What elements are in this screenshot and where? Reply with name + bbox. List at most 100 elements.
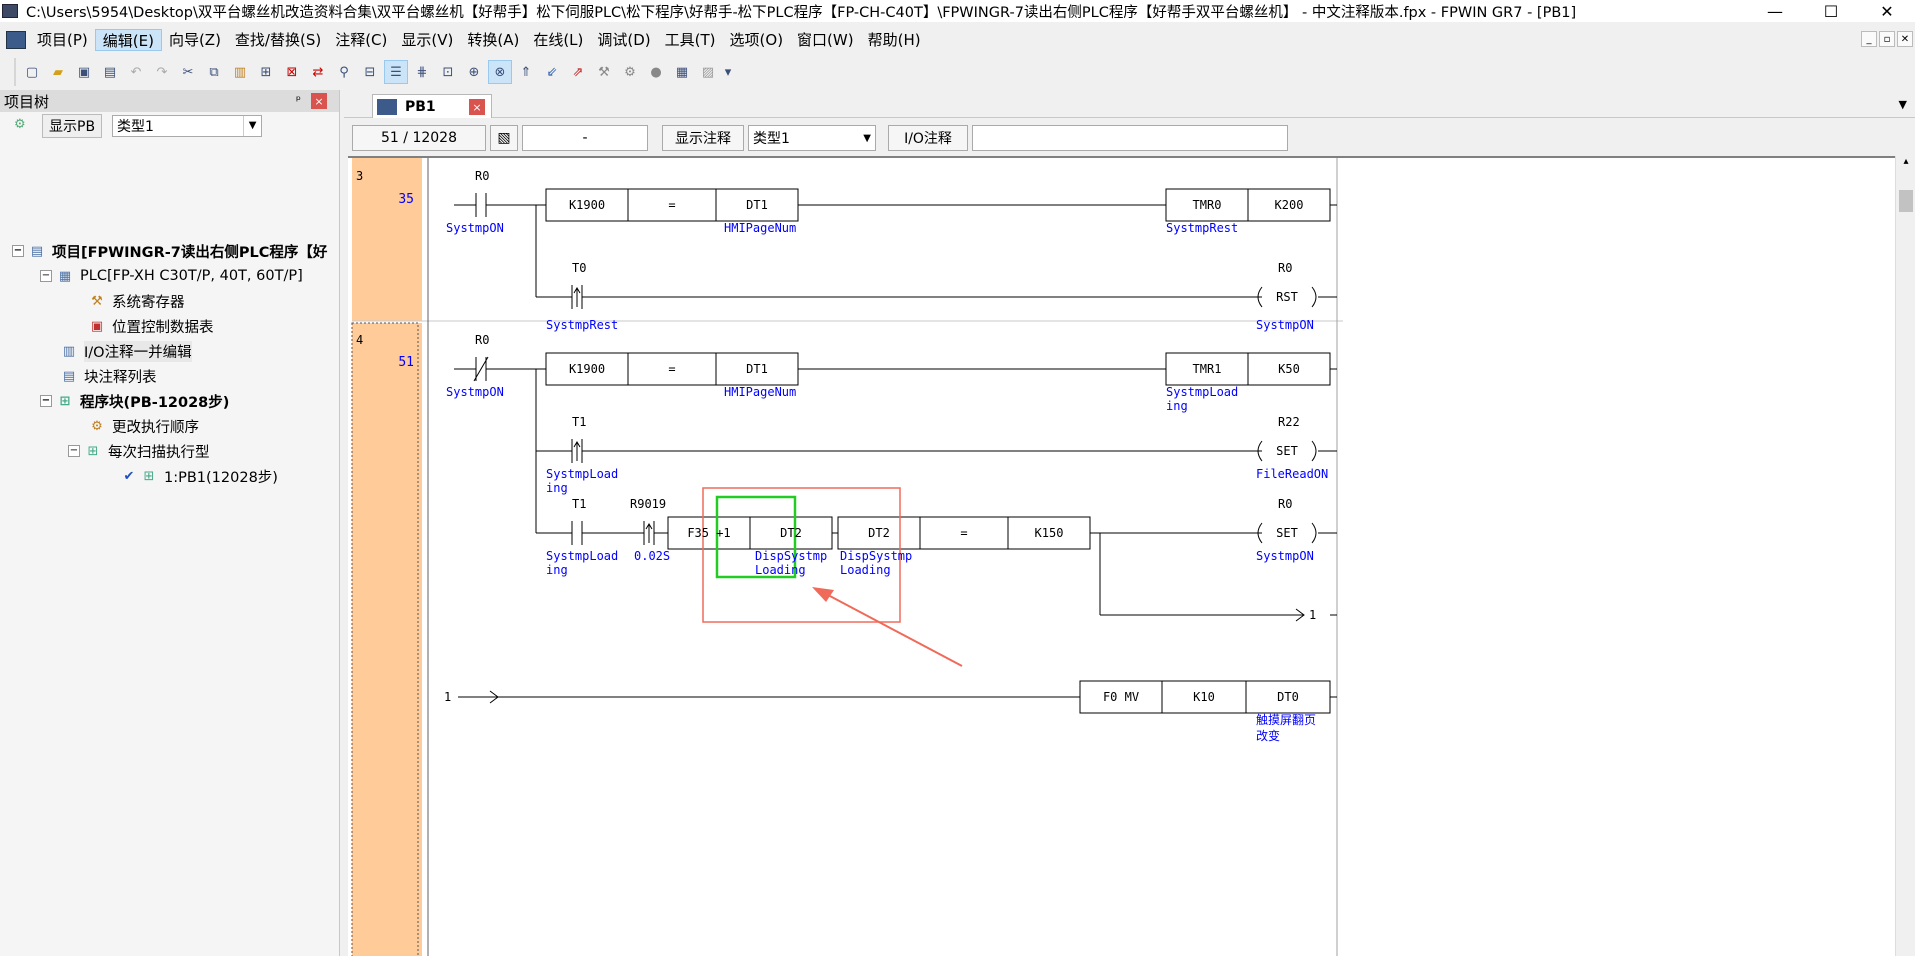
minimize-button[interactable]: — [1767,1,1783,21]
save-icon[interactable]: ▣ [77,64,91,80]
mode-icon[interactable]: ▨ [701,64,715,80]
coil-set-r0[interactable] [1311,522,1317,544]
delete-line-icon[interactable]: ⊠ [286,64,298,80]
label-eq: = [960,526,967,540]
ladder-editor[interactable]: 3 35 4 51 [348,156,1895,956]
tree-item-project[interactable]: − ▤ 项目[FPWINGR-7读出右侧PLC程序【好 [12,240,327,262]
pointer-icon[interactable]: ⇑ [520,64,532,80]
mdi-minimize-button[interactable]: _ [1861,31,1877,47]
coil-set-r0[interactable] [1257,522,1263,544]
cut-icon[interactable]: ✂ [182,64,194,80]
pin-icon[interactable]: ᵖ [295,93,301,107]
upload-icon[interactable]: ⇗ [572,64,584,80]
vertical-scrollbar[interactable]: ▴ [1895,156,1915,956]
menu-tools[interactable]: 工具(T) [664,31,716,49]
annotation-arrow-head [812,587,834,602]
menu-edit[interactable]: 编辑(E) [94,29,162,51]
ladder-mode-icon[interactable]: ⋕ [416,64,428,80]
label-t1: T1 [572,497,586,511]
collapse-icon[interactable]: − [40,270,52,282]
comment-systmpon: SystmpON [1256,549,1314,563]
coil-rst[interactable] [1257,286,1263,308]
tab-list-dropdown-icon[interactable]: ▼ [1898,98,1907,111]
scroll-thumb[interactable] [1899,190,1913,212]
step-field[interactable]: - [522,125,648,151]
menu-convert[interactable]: 转换(A) [467,31,520,49]
tool2-icon[interactable]: ⚙ [624,64,636,80]
project-tree-header: 项目树 ᵖ × [0,90,339,112]
collapse-icon[interactable]: − [40,395,52,407]
close-button[interactable]: ✕ [1880,1,1894,21]
undo-icon[interactable]: ↶ [130,64,142,80]
tree-item-scan-type[interactable]: − ⊞ 每次扫描执行型 [68,440,210,462]
insert-line-icon[interactable]: ⊞ [260,64,272,80]
tree-item-system-register[interactable]: ⚒ 系统寄存器 [88,290,184,312]
scroll-up-icon[interactable]: ▴ [1903,156,1909,167]
convert-icon[interactable]: ⊟ [364,64,376,80]
copy-icon[interactable]: ⧉ [209,64,219,80]
list-icon[interactable]: ▦ [675,64,689,80]
toolbar-overflow-icon[interactable]: ▾ [724,64,732,80]
tab-pb1[interactable]: PB1 × [372,94,492,118]
document-menu-icon[interactable] [6,31,26,49]
menu-view[interactable]: 显示(V) [401,31,454,49]
collapse-icon[interactable]: − [68,445,80,457]
paste-icon[interactable]: ▥ [233,64,247,80]
menu-options[interactable]: 选项(O) [729,31,784,49]
tool-icon[interactable]: ⚒ [598,64,610,80]
menu-debug[interactable]: 调试(D) [597,31,651,49]
tree-item-program-block[interactable]: − ⊞ 程序块(PB-12028步) [40,390,229,412]
menu-wizard[interactable]: 向导(Z) [168,31,221,49]
tree-item-position-table[interactable]: ▣ 位置控制数据表 [88,315,214,337]
mdi-close-button[interactable]: ✕ [1897,31,1913,47]
open-folder-icon[interactable]: ▰ [53,64,63,80]
close-panel-button[interactable]: × [311,93,327,109]
io-comment-field[interactable] [972,125,1288,151]
tree-item-change-order[interactable]: ⚙ 更改执行顺序 [88,415,199,437]
ladder-diagram[interactable]: 3 35 4 51 [348,158,1895,956]
download-icon[interactable]: ⇙ [546,64,558,80]
run-icon[interactable]: ● [650,64,662,80]
label-rst: RST [1276,290,1298,304]
coil-set-r22[interactable] [1257,440,1263,462]
monitor-icon[interactable]: ⊡ [442,64,454,80]
tree-item-label: 程序块(PB-12028步) [80,394,230,411]
tree-settings-icon[interactable]: ⚙ [14,117,26,132]
label-r0-coil: R0 [1278,261,1292,275]
menu-help[interactable]: 帮助(H) [867,31,921,49]
tree-item-pb1[interactable]: ✔ ⊞ 1:PB1(12028步) [120,465,278,487]
menu-window[interactable]: 窗口(W) [797,31,854,49]
replace-icon[interactable]: ⇄ [312,64,324,80]
comment-view-icon[interactable]: ☰ [384,60,408,84]
find-icon[interactable]: ⚲ [339,64,349,80]
comment-hmipagenum: HMIPageNum [724,385,796,399]
comment-systmploading: ing [546,481,568,495]
print-icon[interactable]: ▤ [103,64,117,80]
collapse-icon[interactable]: − [12,245,24,257]
mdi-restore-button[interactable]: ▫ [1879,31,1895,47]
menu-find-replace[interactable]: 查找/替换(S) [234,31,322,49]
label-tmr1: TMR1 [1193,362,1222,376]
show-pb-button[interactable]: 显示PB [42,114,103,138]
io-icon[interactable]: ⊗ [488,60,512,84]
redo-icon[interactable]: ↷ [156,64,168,80]
program-icon[interactable]: ⊕ [468,64,480,80]
label-k150: K150 [1035,526,1064,540]
type-select[interactable]: 类型1 ▼ [112,115,263,137]
label-loop: 1 [444,690,451,704]
coil-set-r22[interactable] [1311,440,1317,462]
menu-online[interactable]: 在线(L) [533,31,584,49]
jump-icon[interactable]: ▧ [490,125,518,151]
menu-project[interactable]: 项目(P) [37,31,88,49]
new-file-icon[interactable]: ▢ [25,64,39,80]
comment-type-select[interactable]: 类型1 ▼ [748,125,876,151]
tree-item-block-comment[interactable]: ▤ 块注释列表 [60,365,157,387]
io-comment-button[interactable]: I/O注释 [888,125,968,151]
coil-rst[interactable] [1311,286,1317,308]
menu-comment[interactable]: 注释(C) [335,31,388,49]
close-tab-button[interactable]: × [469,99,485,115]
show-comment-button[interactable]: 显示注释 [662,125,744,151]
tree-item-plc[interactable]: − ▦ PLC[FP-XH C30T/P, 40T, 60T/P] [40,265,303,287]
tree-item-io-comment[interactable]: ▥ I/O注释一并编辑 [60,340,192,362]
maximize-button[interactable]: ☐ [1823,1,1839,21]
